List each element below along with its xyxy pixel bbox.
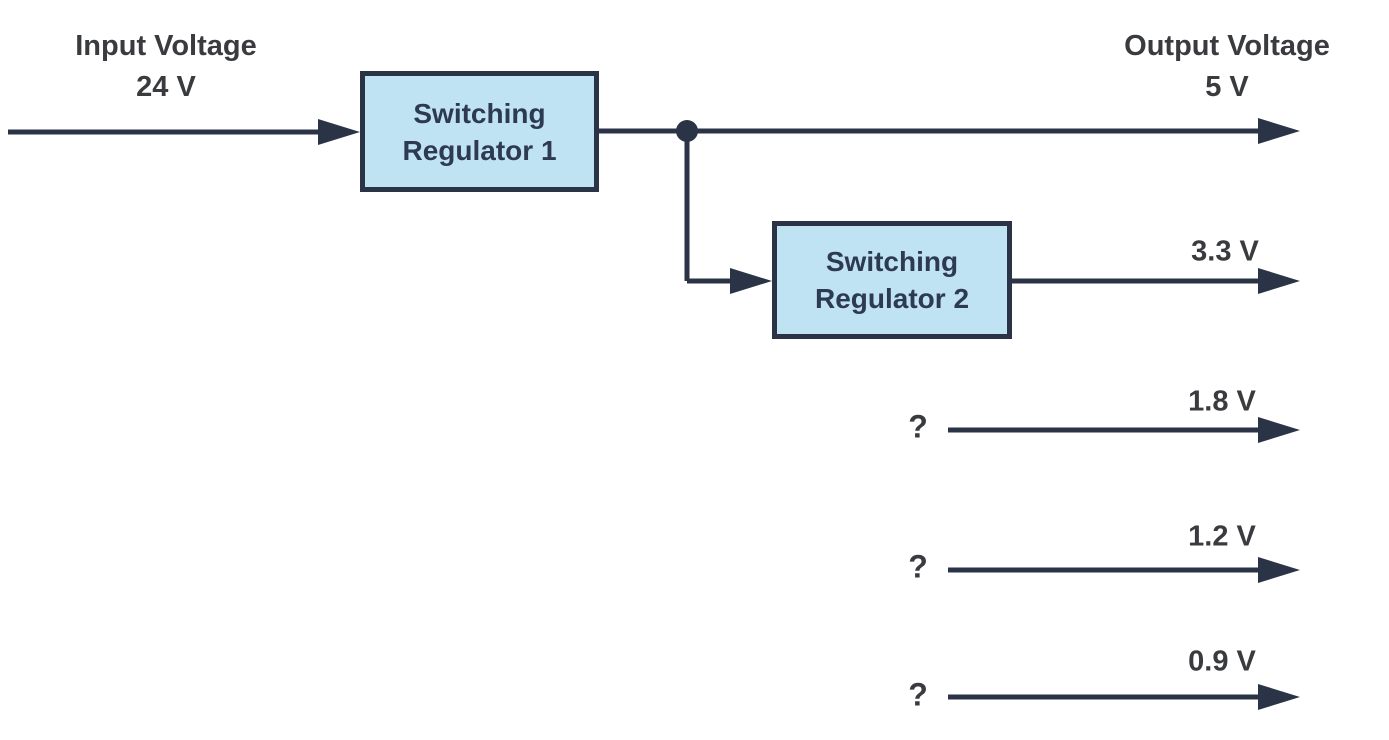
switching-regulator-2-box: Switching Regulator 2: [772, 221, 1012, 339]
reg1-output-arrowhead-icon: [1258, 118, 1300, 144]
input-voltage-label-line1: Input Voltage: [75, 30, 257, 62]
rail-voltage-1v2: 1.2 V: [1188, 520, 1256, 553]
unknown-source-1v2: ?: [908, 548, 928, 585]
rail-voltage-0v9: 0.9 V: [1188, 645, 1256, 678]
switching-regulator-1-box: Switching Regulator 1: [360, 71, 599, 192]
switching-regulator-2-line1: Switching: [825, 246, 959, 277]
branch-arrowhead-icon: [730, 268, 772, 294]
rail-voltage-3v3: 3.3 V: [1191, 235, 1259, 268]
input-voltage-label: Input Voltage 24 V: [75, 26, 257, 108]
unknown-source-1v8: ?: [908, 408, 928, 445]
output-voltage-label-line1: Output Voltage: [1124, 30, 1330, 62]
unknown-source-0v9: ?: [908, 676, 928, 713]
rail-1v8-arrowhead-icon: [1258, 417, 1300, 443]
output-voltage-label: Output Voltage 5 V: [1124, 26, 1330, 108]
rail-voltage-1v8: 1.8 V: [1188, 385, 1256, 418]
switching-regulator-1-line1: Switching: [413, 97, 546, 129]
reg2-output-arrowhead-icon: [1258, 268, 1300, 294]
switching-regulator-2-line2: Regulator 2: [814, 283, 970, 314]
rail-0v9-arrowhead-icon: [1258, 684, 1300, 710]
input-arrowhead-icon: [318, 119, 360, 145]
output-voltage-label-line2: 5 V: [1205, 71, 1249, 103]
rail-1v2-arrowhead-icon: [1258, 557, 1300, 583]
switching-regulator-1-line2: Regulator 1: [402, 134, 557, 166]
input-voltage-label-line2: 24 V: [136, 71, 196, 103]
